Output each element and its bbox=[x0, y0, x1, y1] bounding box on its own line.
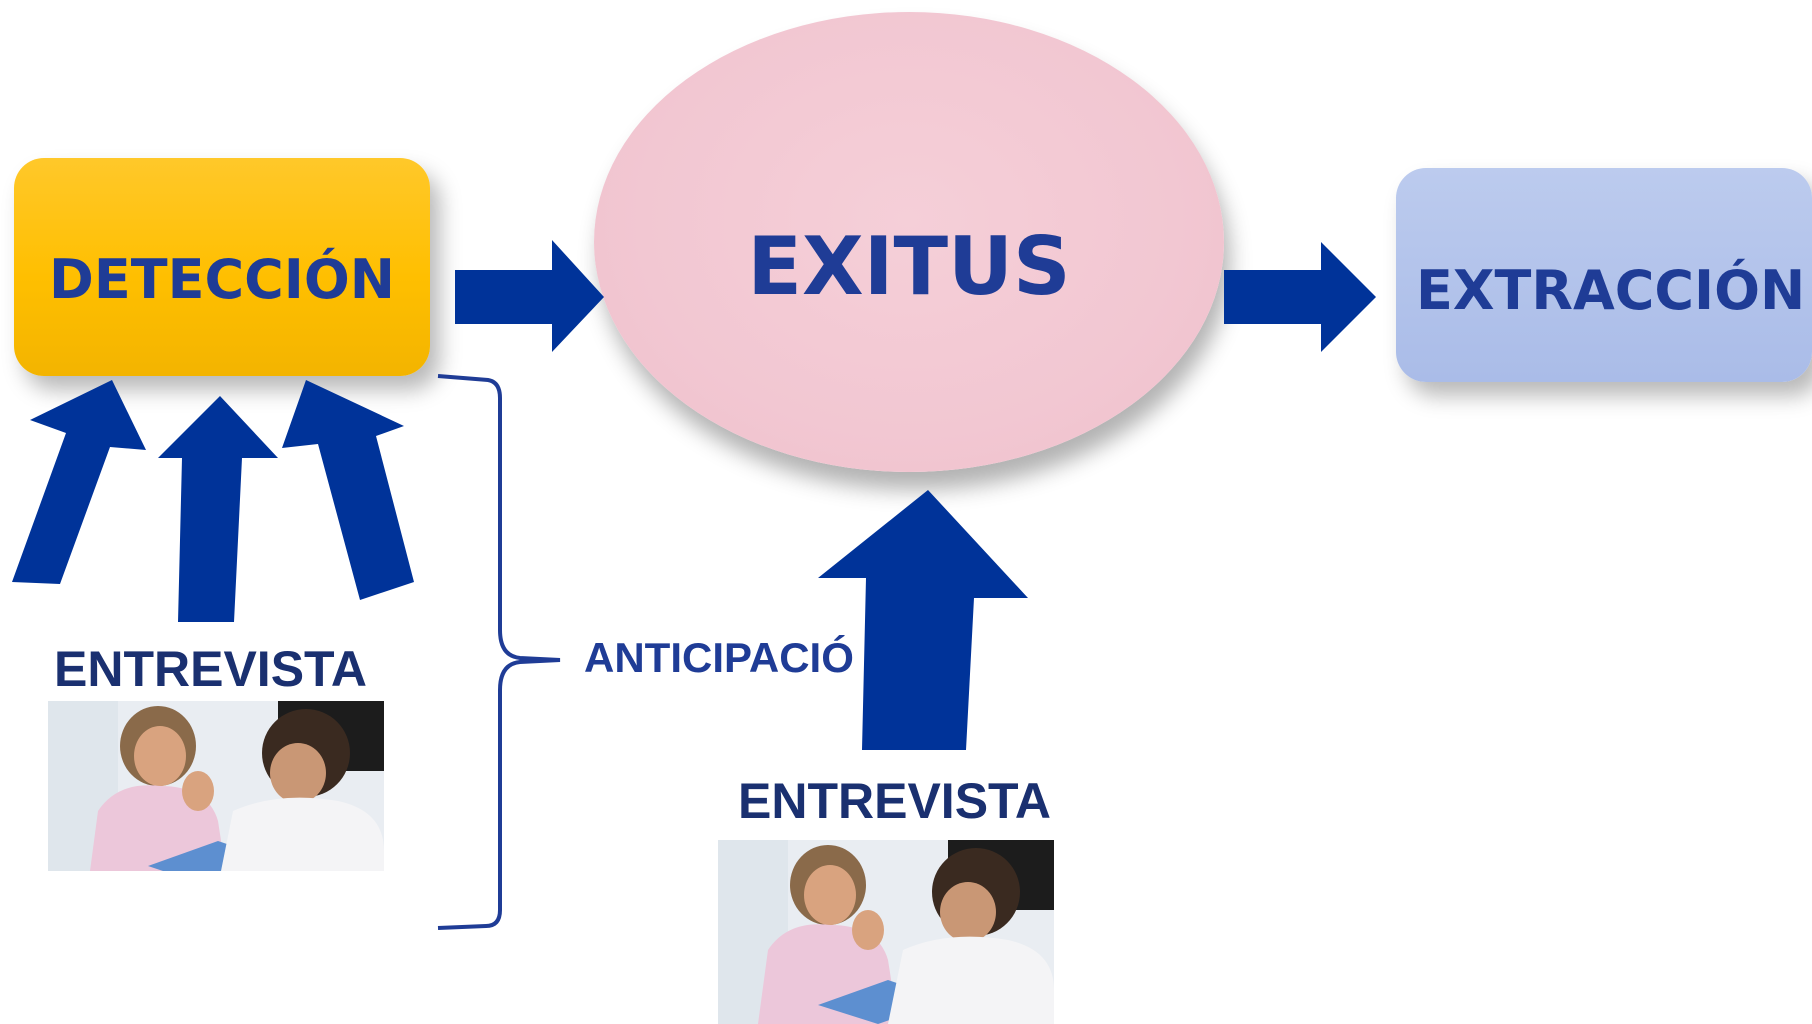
exitus-label: EXITUS bbox=[747, 220, 1071, 313]
interview-center-label: ENTREVISTA bbox=[738, 773, 1051, 829]
arrow-up-exitus bbox=[818, 490, 1028, 750]
extraction-node: EXTRACCIÓN bbox=[1396, 168, 1812, 382]
interview-left-label: ENTREVISTA bbox=[54, 641, 367, 697]
detection-node: DETECCIÓN bbox=[14, 158, 430, 376]
anticipation-brace bbox=[437, 374, 561, 930]
extraction-label: EXTRACCIÓN bbox=[1416, 258, 1806, 322]
interview-photo-left bbox=[48, 701, 384, 886]
detection-label: DETECCIÓN bbox=[49, 247, 395, 311]
interview-photo-center bbox=[718, 840, 1054, 1024]
arrow-up-middle bbox=[158, 396, 278, 622]
arrow-up-left bbox=[12, 380, 146, 584]
arrow-exitus-to-extraction bbox=[1224, 242, 1376, 352]
arrow-detection-to-exitus bbox=[455, 240, 604, 352]
exitus-node: EXITUS bbox=[594, 12, 1224, 472]
arrow-up-right bbox=[282, 380, 414, 600]
anticipation-label: ANTICIPACIÓ bbox=[584, 634, 854, 681]
